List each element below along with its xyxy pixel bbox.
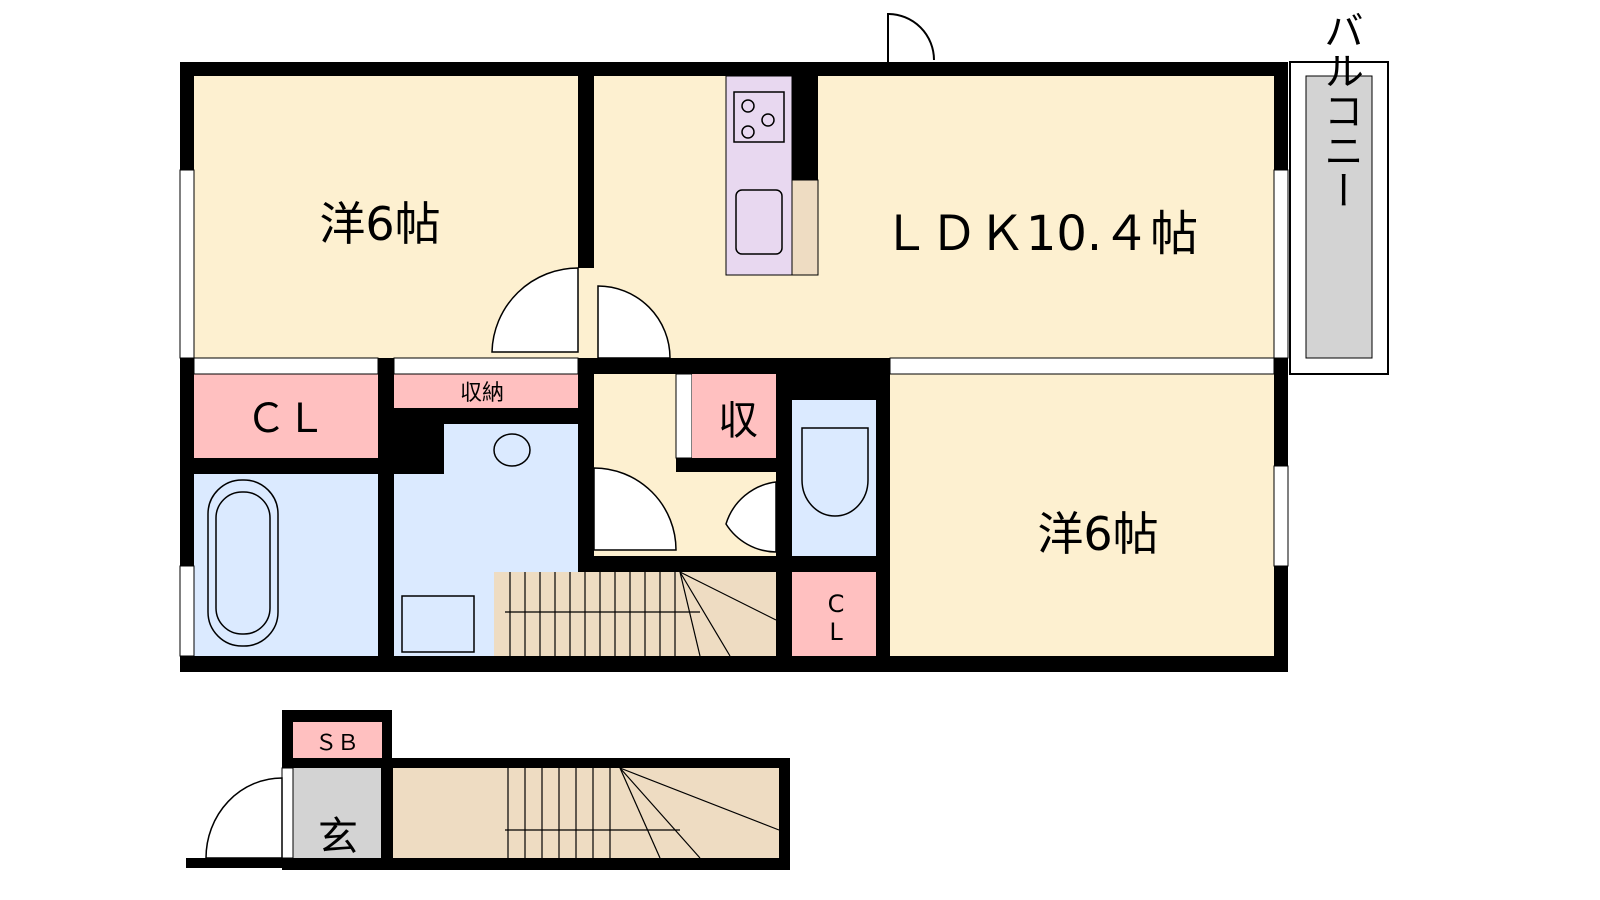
storage-door <box>675 373 693 459</box>
room-label-ldk: ＬＤＫ10.４帖 <box>882 206 1198 262</box>
top-door <box>887 12 935 62</box>
room-label-western-1: 洋6帖 <box>319 197 440 251</box>
toilet-icon <box>801 427 869 517</box>
entrance <box>293 768 381 858</box>
door-swing <box>593 467 677 551</box>
stair-line <box>679 571 777 621</box>
kitchen-shelf <box>791 179 819 276</box>
entrance-door <box>205 777 283 859</box>
window <box>179 565 195 657</box>
window <box>1273 169 1289 359</box>
stair-line <box>679 571 731 657</box>
storage-closet <box>394 374 578 408</box>
room-label-western-2: 洋6帖 <box>1037 507 1158 561</box>
bathroom <box>194 474 378 656</box>
stairs-lines <box>505 767 780 859</box>
label-entrance: 玄 <box>318 814 358 860</box>
door-swing <box>725 481 777 553</box>
wall <box>676 458 776 472</box>
bathtub-inner <box>215 491 271 635</box>
closet-2 <box>792 572 876 656</box>
window <box>179 169 195 359</box>
kitchen-counter <box>725 75 793 276</box>
stairs-lower <box>393 768 779 858</box>
stairs-upper <box>494 572 776 656</box>
western-room-2 <box>890 374 1274 656</box>
stair-line <box>679 571 701 657</box>
label-storage: 収納 <box>460 381 504 406</box>
bathtub-icon <box>207 479 279 647</box>
storage-small <box>692 374 776 458</box>
stairs-lines <box>505 571 777 657</box>
shoebox <box>293 722 382 758</box>
stair-line <box>619 767 701 859</box>
label-closet-2-c: C <box>828 590 845 618</box>
closet-doors <box>193 357 379 375</box>
washing-machine-pan <box>401 595 475 653</box>
label-closet-2-l: L <box>829 618 843 646</box>
ldk-room <box>594 76 1274 358</box>
washbasin-icon <box>493 433 531 467</box>
sliding-door <box>889 357 1275 375</box>
door-swing <box>597 285 671 359</box>
wall <box>186 858 282 868</box>
door-opening <box>578 268 594 358</box>
storage-doors <box>393 357 579 375</box>
stair-line <box>619 767 780 831</box>
label-closet-1: ＣＬ <box>246 396 326 442</box>
door-swing <box>491 267 579 353</box>
door-frame <box>281 767 294 859</box>
label-shoebox: ＳＢ <box>315 731 359 756</box>
balcony <box>1289 61 1389 375</box>
stair-line <box>619 767 661 859</box>
label-storage-small: 収 <box>718 398 758 444</box>
toilet-room <box>792 400 876 556</box>
label-balcony: バルコニー <box>1317 10 1363 210</box>
stove-icon <box>733 91 785 143</box>
window <box>1273 465 1289 567</box>
kitchen-wall <box>792 76 818 180</box>
closet-1 <box>194 374 378 458</box>
sink-icon <box>735 189 783 255</box>
